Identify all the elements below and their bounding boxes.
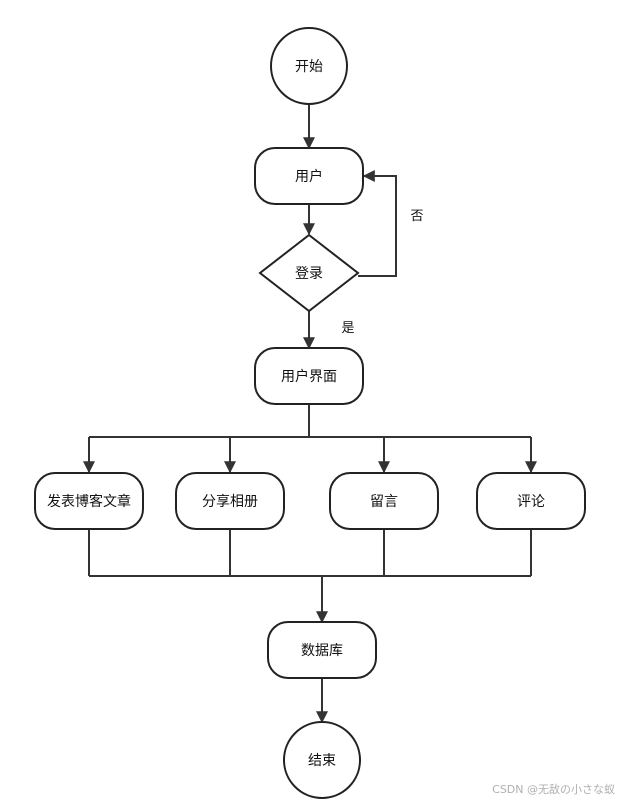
node-user: 用户 [254,147,364,205]
watermark: CSDN @无敌の小さな蚁 [492,782,615,796]
edge-label-yes: 是 [341,321,354,336]
node-database: 数据库 [267,621,377,679]
node-login: 登录 [258,233,360,313]
edge-label-no: 否 [410,209,423,224]
node-album-label: 分享相册 [202,493,258,510]
node-user-label: 用户 [295,168,323,185]
node-message-label: 留言 [370,494,398,510]
node-user-interface: 用户界面 [254,347,364,405]
node-end: 结束 [283,721,361,799]
node-start-label: 开始 [295,59,323,75]
node-start: 开始 [270,27,348,105]
node-message: 留言 [329,472,439,530]
node-user-interface-label: 用户界面 [281,368,337,385]
node-database-label: 数据库 [301,643,343,659]
node-album: 分享相册 [175,472,285,530]
connectors [83,104,537,724]
edge-login-no-to-user [358,170,397,277]
node-end-label: 结束 [308,753,336,769]
node-blog-label: 发表博客文章 [47,493,131,510]
node-comment-label: 评论 [517,494,545,510]
node-login-label: 登录 [295,266,323,282]
node-blog: 发表博客文章 [34,472,144,530]
node-comment: 评论 [476,472,586,530]
